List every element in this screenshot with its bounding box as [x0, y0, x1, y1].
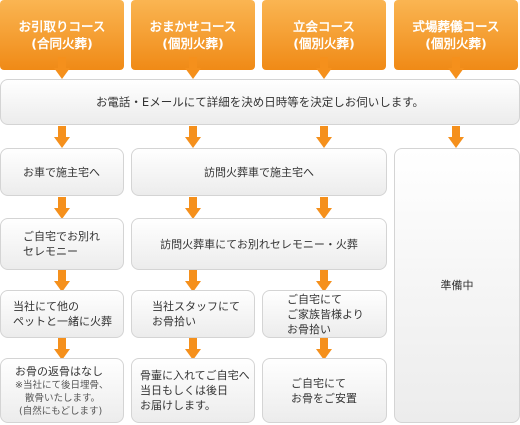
step-text: お届けします。 — [140, 399, 216, 412]
col3-step3-box: ご自宅にて ご家族皆様より お骨拾い — [262, 290, 387, 338]
down-arrow-icon — [54, 338, 70, 360]
down-arrow-icon — [185, 126, 201, 148]
step-text: 訪問火葬車で施主宅へ — [204, 165, 314, 179]
down-arrow-icon — [316, 126, 332, 148]
step-text: ご家族皆様より — [287, 307, 364, 321]
step-text: お骨をご安置 — [291, 391, 357, 405]
header-subtitle: (合同火葬) — [31, 36, 93, 51]
step-text: 訪問火葬車にてお別れセレモニー・火葬 — [160, 237, 358, 251]
col1-step3-box: 当社にて他の ペットと一緒に火葬 — [0, 290, 124, 338]
intro-box: お電話・Eメールにて詳細を決め日時等を決定しお伺いします。 — [0, 79, 520, 125]
col4-status-box: 準備中 — [394, 148, 520, 423]
step-text: ご自宅にて — [291, 376, 346, 390]
down-arrow-icon — [54, 57, 70, 79]
header-title: おまかせコース — [149, 19, 237, 34]
header-title: 式場葬儀コース — [412, 19, 500, 34]
col1-step2-box: ご自宅でお別れ セレモニー — [0, 218, 124, 270]
step-text: お骨拾い — [287, 322, 331, 336]
step-note: 散骨いたします。 — [25, 392, 101, 404]
step-note: ※当社にて後日埋骨、 — [15, 379, 109, 391]
down-arrow-icon — [316, 57, 332, 79]
step-note: (自然にもどします) — [19, 405, 103, 417]
header-title: お引取りコース — [18, 19, 106, 34]
down-arrow-icon — [316, 270, 332, 292]
intro-text: お電話・Eメールにて詳細を決め日時等を決定しお伺いします。 — [95, 94, 425, 109]
down-arrow-icon — [185, 270, 201, 292]
down-arrow-icon — [316, 338, 332, 360]
header-title: 立会コース — [293, 19, 355, 34]
step-text: お車で施主宅へ — [23, 165, 100, 179]
step-text: 当社スタッフにて — [152, 300, 240, 313]
header-subtitle: (個別火葬) — [425, 36, 487, 51]
col2-step3-box: 当社スタッフにて お骨拾い — [131, 290, 255, 338]
down-arrow-icon — [316, 197, 332, 219]
col23-step1-box: 訪問火葬車で施主宅へ — [131, 148, 387, 196]
col23-step2-box: 訪問火葬車にてお別れセレモニー・火葬 — [131, 218, 387, 270]
header-subtitle: (個別火葬) — [162, 36, 224, 51]
step-text: セレモニー — [23, 245, 78, 258]
course-header-attend: 立会コース (個別火葬) — [262, 0, 386, 70]
step-text: お骨拾い — [152, 315, 196, 328]
col3-step4-box: ご自宅にて お骨をご安置 — [262, 358, 387, 423]
step-text: 当日もしくは後日 — [140, 384, 228, 397]
down-arrow-icon — [448, 126, 464, 148]
header-subtitle: (個別火葬) — [293, 36, 355, 51]
course-header-omakase: おまかせコース (個別火葬) — [131, 0, 255, 70]
course-header-ceremony: 式場葬儀コース (個別火葬) — [394, 0, 518, 70]
down-arrow-icon — [185, 57, 201, 79]
down-arrow-icon — [448, 57, 464, 79]
down-arrow-icon — [185, 338, 201, 360]
step-text: お骨の返骨はなし — [15, 364, 103, 378]
col2-step4-box: 骨壷に入れてご自宅へ 当日もしくは後日 お届けします。 — [131, 358, 255, 423]
status-text: 準備中 — [440, 279, 474, 292]
down-arrow-icon — [185, 197, 201, 219]
down-arrow-icon — [54, 270, 70, 292]
step-text: 当社にて他の — [13, 300, 79, 313]
down-arrow-icon — [54, 126, 70, 148]
col1-step4-box: お骨の返骨はなし ※当社にて後日埋骨、 散骨いたします。 (自然にもどします) — [0, 358, 124, 423]
down-arrow-icon — [54, 197, 70, 219]
col1-step1-box: お車で施主宅へ — [0, 148, 124, 196]
step-text: ご自宅にて — [287, 292, 342, 306]
step-text: 骨壷に入れてご自宅へ — [140, 369, 250, 382]
step-text: ご自宅でお別れ — [23, 230, 100, 243]
step-text: ペットと一緒に火葬 — [13, 315, 112, 328]
